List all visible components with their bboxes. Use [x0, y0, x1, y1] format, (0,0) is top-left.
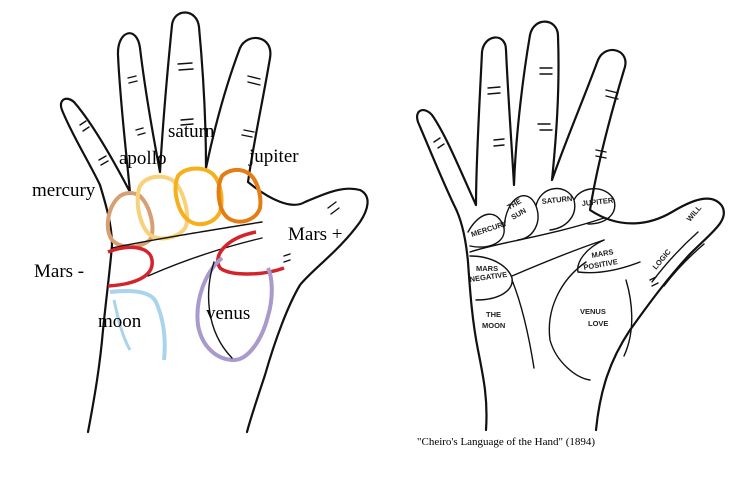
rlabel-moon: MOON	[482, 321, 505, 330]
rlabel-love: LOVE	[588, 319, 608, 328]
right-moon-line	[511, 279, 535, 369]
rlabel-jupiter: JUPITER	[581, 196, 614, 208]
jupiter-mount-shape	[216, 167, 263, 224]
left-heart-line	[111, 221, 263, 249]
venus-mount-shape	[195, 256, 274, 363]
moon-mount-shape-2	[112, 299, 132, 351]
label-mars-minus: Mars -	[34, 261, 84, 282]
right-venus-line	[623, 279, 633, 357]
mercury-mount-shape	[105, 191, 155, 249]
rlabel-mars-pos-1: MARS	[591, 247, 614, 260]
label-saturn: saturn	[168, 121, 215, 142]
left-hand-outline	[59, 11, 369, 434]
right-mars-positive	[577, 239, 641, 274]
saturn-mount-shape	[173, 166, 224, 227]
right-heart-line	[469, 217, 605, 253]
label-apollo: apollo	[119, 148, 167, 169]
label-mercury: mercury	[32, 180, 96, 201]
label-venus: venus	[206, 303, 250, 324]
label-mars-plus: Mars +	[288, 224, 343, 245]
left-head-line	[147, 237, 263, 277]
right-thumb-lines	[651, 231, 705, 287]
right-head-line	[511, 239, 605, 277]
moon-mount-shape	[109, 289, 167, 361]
right-hand: MERCURY THE SUN SATURN JUPITER MARS NEGA…	[416, 20, 725, 432]
right-life-line	[548, 261, 591, 381]
left-hand: saturn apollo jupiter mercury Mars + Mar…	[32, 11, 369, 434]
right-hand-outline	[416, 20, 725, 432]
rlabel-negative: NEGATIVE	[469, 270, 508, 284]
right-mount-divisions	[467, 187, 616, 248]
left-life-line	[207, 261, 233, 359]
rlabel-will: WILL	[685, 203, 704, 223]
left-crease	[79, 62, 340, 263]
rlabel-the-2: THE	[486, 310, 501, 319]
right-mars-negative	[469, 255, 513, 301]
rlabel-logic: LOGIC	[651, 247, 674, 271]
rlabel-saturn: SATURN	[541, 194, 572, 206]
label-jupiter: jupiter	[248, 146, 299, 167]
mars-plus-shape	[216, 230, 285, 276]
mars-minus-shape	[107, 245, 154, 288]
label-moon: moon	[98, 311, 142, 332]
rlabel-mars-neg-1: MARS	[476, 264, 498, 273]
rlabel-venus: VENUS	[580, 307, 606, 316]
apollo-mount-shape	[135, 174, 189, 241]
caption: "Cheiro's Language of the Hand" (1894)	[417, 436, 596, 448]
right-crease	[433, 67, 659, 287]
